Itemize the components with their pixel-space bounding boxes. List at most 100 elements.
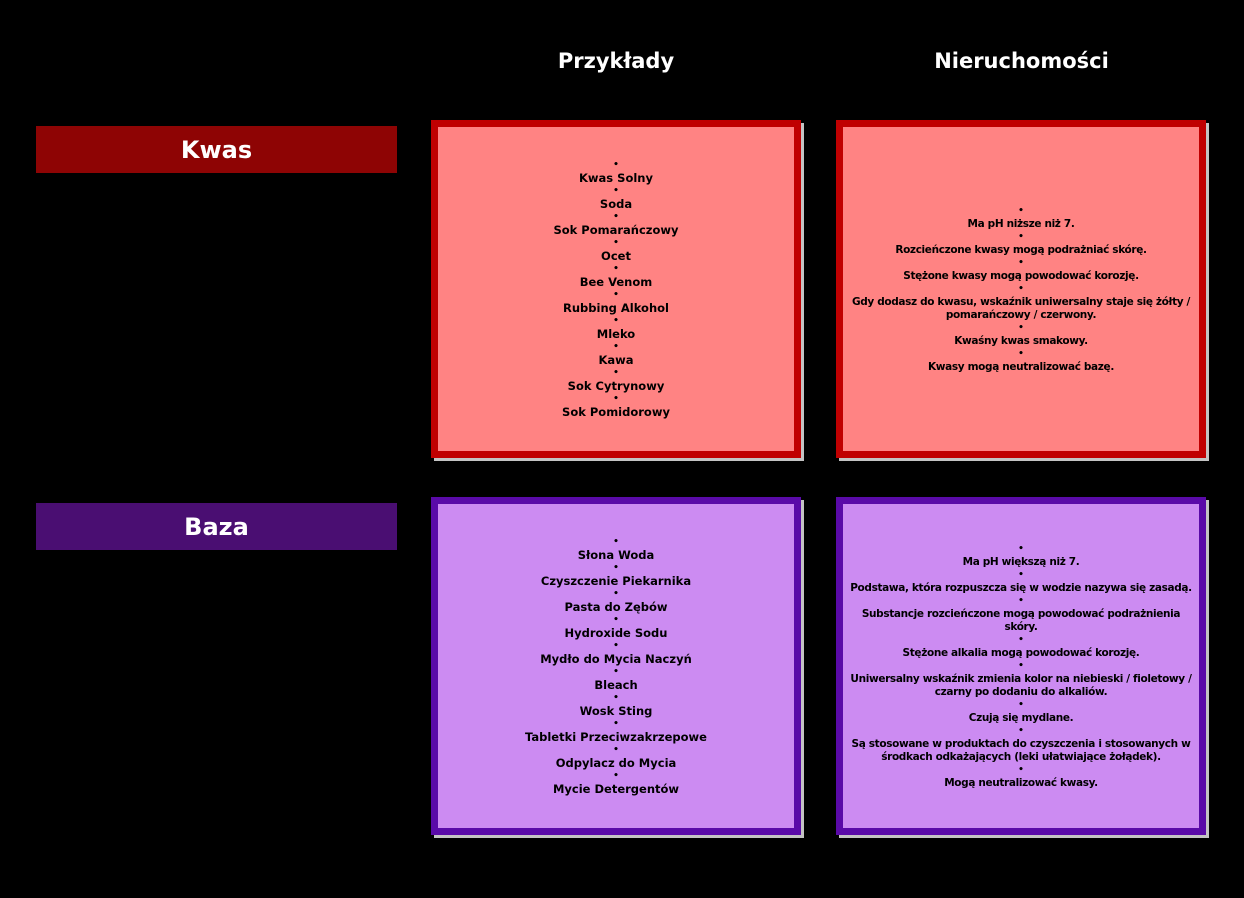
kwas-properties-box: •Ma pH niższe niż 7.•Rozcieńczone kwasy … xyxy=(836,120,1206,458)
list-entry: •Kwasy mogą neutralizować bazę. xyxy=(843,348,1199,374)
list-entry-text: Rubbing Alkohol xyxy=(563,301,669,315)
list-entry-text: Stężone kwasy mogą powodować korozję. xyxy=(903,269,1139,282)
row-label-kwas: Kwas xyxy=(36,126,397,173)
column-header-properties: Nieruchomości xyxy=(934,49,1109,73)
bullet-icon: • xyxy=(613,641,619,651)
list-entry: •Kwaśny kwas smakowy. xyxy=(843,322,1199,348)
bullet-icon: • xyxy=(1018,725,1024,736)
list-entry-text: Sok Cytrynowy xyxy=(567,379,665,393)
bullet-icon: • xyxy=(613,394,619,404)
list-entry-text: Uniwersalny wskaźnik zmienia kolor na ni… xyxy=(850,672,1192,698)
bullet-icon: • xyxy=(1018,634,1024,645)
list-entry-text: Bee Venom xyxy=(579,275,653,289)
list-entry: •Bee Venom xyxy=(438,263,794,289)
list-entry: •Czyszczenie Piekarnika xyxy=(438,562,794,588)
list-entry-text: Sok Pomidorowy xyxy=(562,405,670,419)
bullet-icon: • xyxy=(1018,569,1024,580)
list-entry-text: Bleach xyxy=(594,678,638,692)
list-entry-text: Mogą neutralizować kwasy. xyxy=(944,776,1098,789)
list-entry: •Gdy dodasz do kwasu, wskaźnik uniwersal… xyxy=(843,283,1199,322)
list-entry-text: Soda xyxy=(599,197,633,211)
list-entry: •Tabletki Przeciwzakrzepowe xyxy=(438,718,794,744)
bullet-icon: • xyxy=(613,238,619,248)
list-entry: •Sok Cytrynowy xyxy=(438,367,794,393)
bullet-icon: • xyxy=(613,771,619,781)
bullet-icon: • xyxy=(1018,205,1024,216)
list-entry: •Słona Woda xyxy=(438,536,794,562)
list-entry: •Mycie Detergentów xyxy=(438,770,794,796)
list-entry-text: Ma pH niższe niż 7. xyxy=(967,217,1075,230)
list-entry: •Podstawa, która rozpuszcza się w wodzie… xyxy=(843,569,1199,595)
list-entry-text: Ma pH większą niż 7. xyxy=(962,555,1080,568)
baza-examples-box: •Słona Woda•Czyszczenie Piekarnika•Pasta… xyxy=(431,497,801,835)
column-header-examples: Przykłady xyxy=(557,49,675,73)
bullet-icon: • xyxy=(613,160,619,170)
bullet-icon: • xyxy=(613,745,619,755)
bullet-icon: • xyxy=(613,615,619,625)
list-entry: •Pasta do Zębów xyxy=(438,588,794,614)
list-entry: •Rozcieńczone kwasy mogą podrażniać skór… xyxy=(843,231,1199,257)
bullet-icon: • xyxy=(613,342,619,352)
bullet-icon: • xyxy=(613,537,619,547)
bullet-icon: • xyxy=(1018,322,1024,333)
bullet-icon: • xyxy=(613,186,619,196)
list-entry-text: Czyszczenie Piekarnika xyxy=(540,574,692,588)
list-entry: •Wosk Sting xyxy=(438,692,794,718)
bullet-icon: • xyxy=(613,589,619,599)
bullet-icon: • xyxy=(613,563,619,573)
list-entry-text: Odpylacz do Mycia xyxy=(555,756,677,770)
list-entry-text: Kawa xyxy=(598,353,634,367)
list-entry-text: Stężone alkalia mogą powodować korozję. xyxy=(902,646,1140,659)
list-entry: •Bleach xyxy=(438,666,794,692)
bullet-icon: • xyxy=(613,368,619,378)
bullet-icon: • xyxy=(613,667,619,677)
list-entry: •Mogą neutralizować kwasy. xyxy=(843,764,1199,790)
list-entry: •Stężone kwasy mogą powodować korozję. xyxy=(843,257,1199,283)
list-entry: •Odpylacz do Mycia xyxy=(438,744,794,770)
list-entry-text: Słona Woda xyxy=(577,548,655,562)
list-entry: •Ocet xyxy=(438,237,794,263)
list-entry-text: Pasta do Zębów xyxy=(564,600,668,614)
list-entry: •Sok Pomarańczowy xyxy=(438,211,794,237)
bullet-icon: • xyxy=(613,316,619,326)
bullet-icon: • xyxy=(1018,764,1024,775)
list-entry-text: Substancje rozcieńczone mogą powodować p… xyxy=(861,607,1181,633)
list-entry-text: Mleko xyxy=(596,327,636,341)
list-entry-text: Kwasy mogą neutralizować bazę. xyxy=(928,360,1114,373)
list-entry-text: Czują się mydlane. xyxy=(968,711,1074,724)
list-entry-text: Mycie Detergentów xyxy=(552,782,680,796)
bullet-icon: • xyxy=(1018,283,1024,294)
list-entry: •Kwas Solny xyxy=(438,159,794,185)
list-entry-text: Kwas Solny xyxy=(579,171,653,185)
bullet-icon: • xyxy=(1018,595,1024,606)
bullet-icon: • xyxy=(613,693,619,703)
list-entry: •Mydło do Mycia Naczyń xyxy=(438,640,794,666)
list-entry-text: Sok Pomarańczowy xyxy=(553,223,679,237)
list-entry: •Soda xyxy=(438,185,794,211)
bullet-icon: • xyxy=(613,290,619,300)
list-entry: •Rubbing Alkohol xyxy=(438,289,794,315)
baza-properties-box: •Ma pH większą niż 7.•Podstawa, która ro… xyxy=(836,497,1206,835)
list-entry-text: Gdy dodasz do kwasu, wskaźnik uniwersaln… xyxy=(851,295,1191,321)
bullet-icon: • xyxy=(1018,660,1024,671)
list-entry: •Ma pH większą niż 7. xyxy=(843,543,1199,569)
bullet-icon: • xyxy=(613,719,619,729)
list-entry: •Sok Pomidorowy xyxy=(438,393,794,419)
list-entry: •Są stosowane w produktach do czyszczeni… xyxy=(843,725,1199,764)
list-entry: •Mleko xyxy=(438,315,794,341)
list-entry: •Substancje rozcieńczone mogą powodować … xyxy=(843,595,1199,634)
list-entry-text: Mydło do Mycia Naczyń xyxy=(540,652,692,666)
list-entry-text: Wosk Sting xyxy=(579,704,653,718)
kwas-examples-box: •Kwas Solny•Soda•Sok Pomarańczowy•Ocet•B… xyxy=(431,120,801,458)
list-entry: •Stężone alkalia mogą powodować korozję. xyxy=(843,634,1199,660)
bullet-icon: • xyxy=(1018,257,1024,268)
list-entry: •Kawa xyxy=(438,341,794,367)
bullet-icon: • xyxy=(613,264,619,274)
bullet-icon: • xyxy=(1018,543,1024,554)
row-label-baza: Baza xyxy=(36,503,397,550)
list-entry-text: Hydroxide Sodu xyxy=(564,626,668,640)
list-entry-text: Podstawa, która rozpuszcza się w wodzie … xyxy=(850,581,1192,594)
list-entry: •Uniwersalny wskaźnik zmienia kolor na n… xyxy=(843,660,1199,699)
list-entry: •Ma pH niższe niż 7. xyxy=(843,205,1199,231)
